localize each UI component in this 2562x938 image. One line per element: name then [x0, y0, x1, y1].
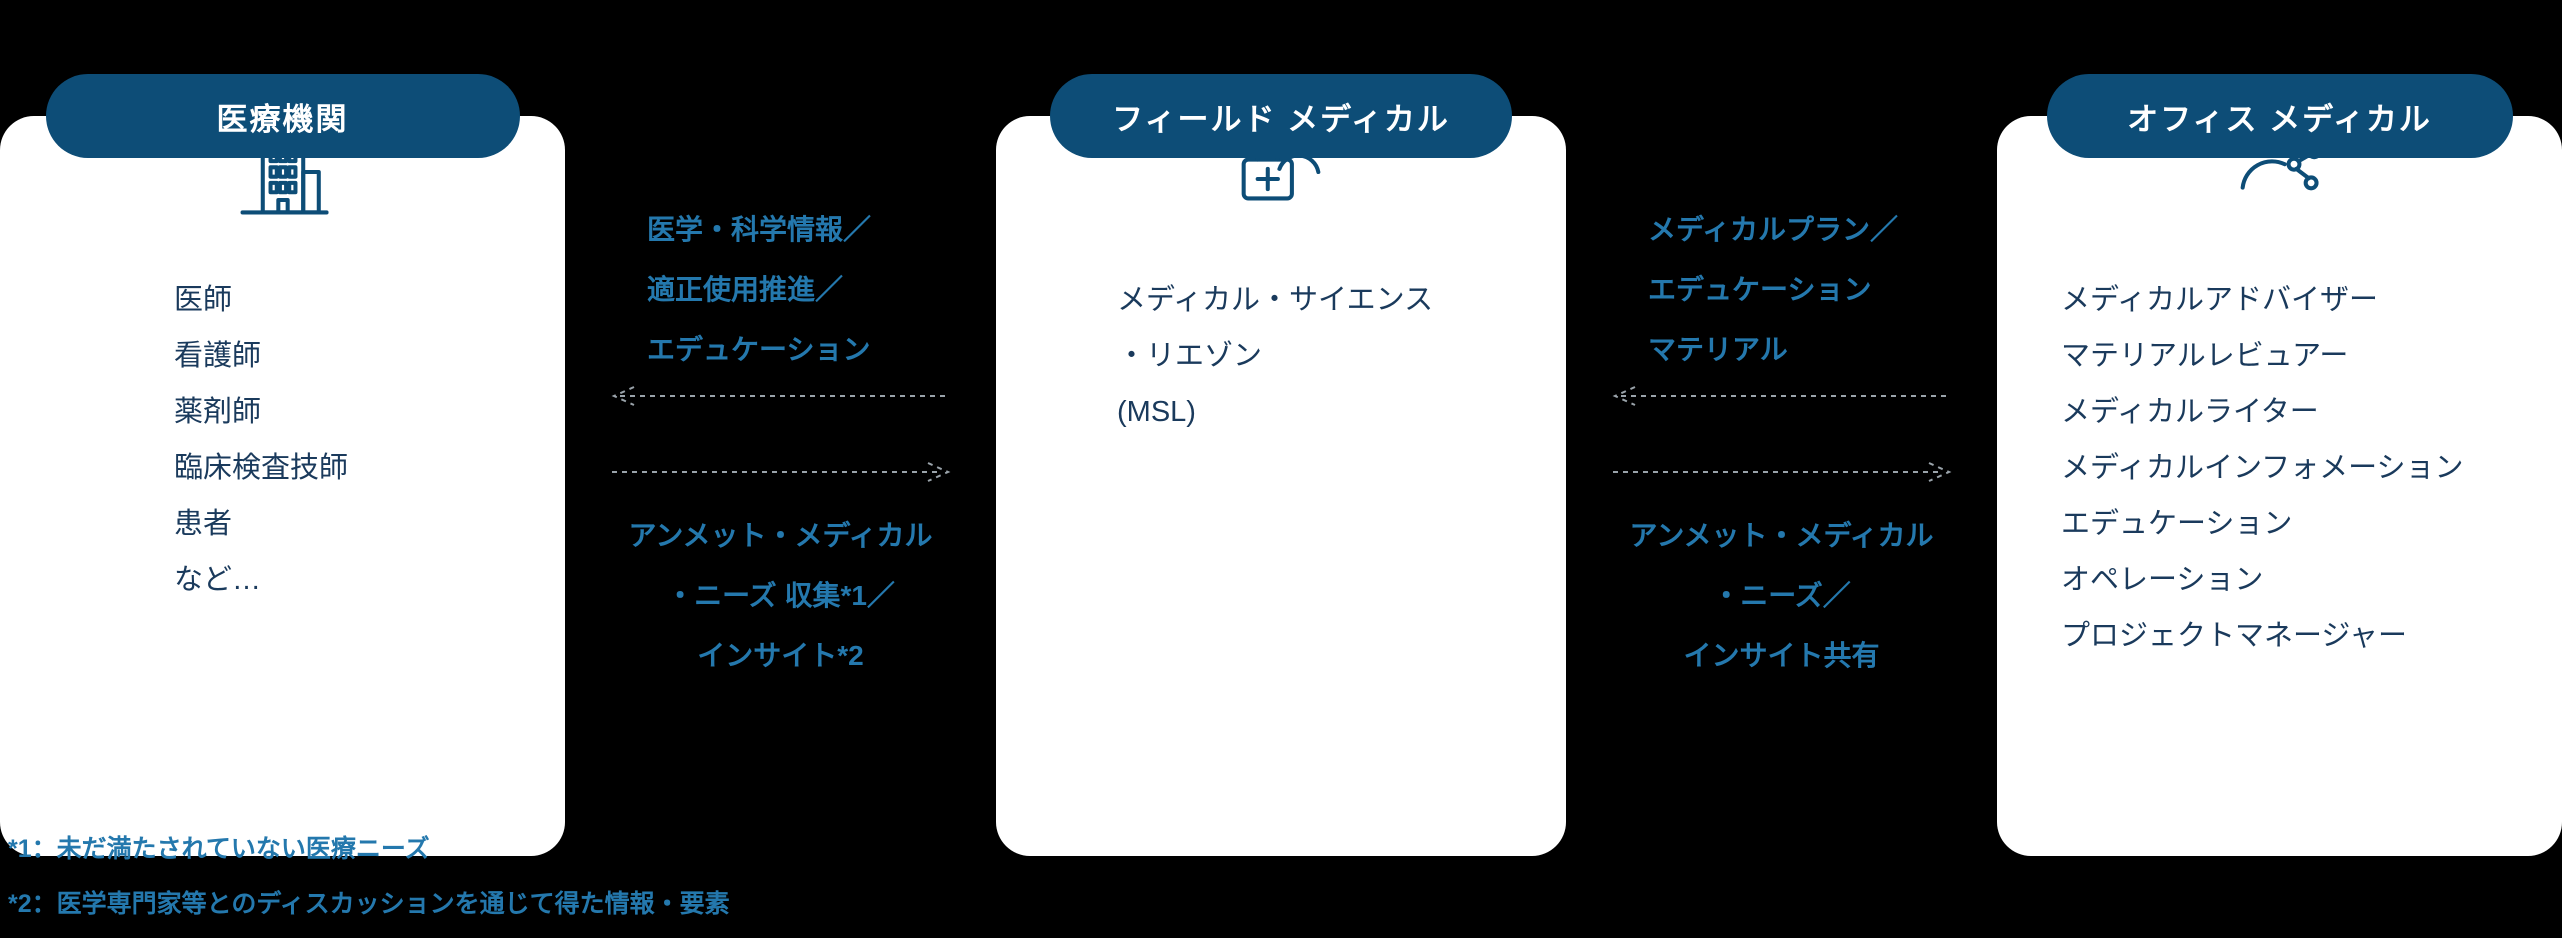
arrow-right-icon — [606, 460, 956, 484]
field-medical-list: メディカル・サイエンス ・リエゾン (MSL) — [996, 272, 1566, 440]
arrow-right-icon — [1607, 460, 1957, 484]
office-medical-list: メディカルアドバイザー マテリアルレビュアー メディカルライター メディカルイン… — [1997, 272, 2562, 664]
footnote-1: *1：未だ満たされていない医療ニーズ — [8, 835, 430, 863]
list-item: メディカル・サイエンス — [1117, 284, 1434, 316]
card-title-pill-medical-institution: 医療機関 — [45, 74, 520, 158]
footnote-2: *2：医学専門家等とのディスカッションを通じて得た情報・要素 — [8, 890, 730, 918]
flow-label-line: エデュケーション — [1648, 274, 1872, 305]
card-title-field-medical: フィールド メディカル — [1112, 101, 1450, 137]
column-medical-institution: 医療機関 — [0, 0, 565, 938]
flow-zone-institution-field: 医学・科学情報／ 適正使用推進／ エデュケーション アンメット・メディカル ・ニ… — [565, 0, 996, 938]
list-item: エデュケーション — [2061, 508, 2293, 540]
card-medical-institution: 医療機関 — [0, 74, 565, 856]
list-item: 医師 — [174, 284, 233, 316]
hospital-icon — [224, 116, 342, 228]
column-field-medical: フィールド メディカル メディカ — [996, 0, 1566, 938]
footnotes: *1：未だ満たされていない医療ニーズ *2：医学専門家等とのディスカッションを通… — [8, 822, 730, 932]
card-field-medical: フィールド メディカル メディカ — [996, 74, 1566, 856]
flow-label-to-institution: 医学・科学情報／ 適正使用推進／ エデュケーション — [647, 200, 871, 380]
flow-label-line: 医学・科学情報／ — [647, 214, 872, 245]
flow-label-line: エデュケーション — [647, 334, 871, 365]
flow-label-to-field-medical: アンメット・メディカル ・ニーズ 収集*1／ インサイト*2 — [565, 506, 996, 686]
flow-zone-field-office: メディカルプラン／ エデュケーション マテリアル アンメット・メディカル ・ニー… — [1566, 0, 1997, 938]
flow-label-line: インサイト共有 — [1683, 640, 1880, 671]
flow-label-line: アンメット・メディカル — [628, 520, 933, 551]
medical-institution-list: 医師 看護師 薬剤師 臨床検査技師 患者 など… — [0, 272, 565, 608]
flow-label-line: 適正使用推進／ — [647, 274, 844, 305]
list-item: マテリアルレビュアー — [2061, 340, 2349, 372]
card-title-pill-field-medical: フィールド メディカル — [1050, 74, 1512, 158]
list-item: など… — [174, 564, 262, 596]
list-item: 患者 — [174, 508, 233, 540]
card-title-pill-office-medical: オフィス メディカル — [2046, 74, 2513, 158]
list-item: メディカルインフォメーション — [2061, 452, 2464, 484]
flow-label-line: インサイト*2 — [697, 640, 864, 671]
arrow-left-icon — [1607, 384, 1957, 408]
card-title-medical-institution: 医療機関 — [216, 101, 349, 137]
list-item: メディカルライター — [2061, 396, 2319, 428]
flow-label-line: ・ニーズ／ — [1712, 580, 1851, 611]
flow-label-to-field: メディカルプラン／ エデュケーション マテリアル — [1648, 200, 1898, 380]
flow-label-line: メディカルプラン／ — [1648, 214, 1899, 245]
list-item: メディカルアドバイザー — [2061, 284, 2378, 316]
arrow-left-icon — [606, 384, 956, 408]
list-item: 薬剤師 — [174, 396, 262, 428]
flow-label-line: アンメット・メディカル — [1629, 520, 1934, 551]
card-office-medical: オフィス メディカル — [1997, 74, 2562, 856]
list-item: ・リエゾン — [1117, 340, 1263, 372]
flow-label-line: ・ニーズ 収集*1／ — [666, 580, 895, 611]
list-item: プロジェクトマネージャー — [2061, 620, 2407, 652]
card-title-office-medical: オフィス メディカル — [2127, 101, 2432, 137]
list-item: 看護師 — [174, 340, 262, 372]
list-item: 臨床検査技師 — [174, 452, 349, 484]
column-office-medical: オフィス メディカル — [1997, 0, 2562, 938]
flow-label-line: マテリアル — [1648, 334, 1788, 365]
list-item: オペレーション — [2061, 564, 2264, 596]
flow-label-to-office-medical: アンメット・メディカル ・ニーズ／ インサイト共有 — [1566, 506, 1997, 686]
list-item: (MSL) — [1117, 396, 1196, 428]
